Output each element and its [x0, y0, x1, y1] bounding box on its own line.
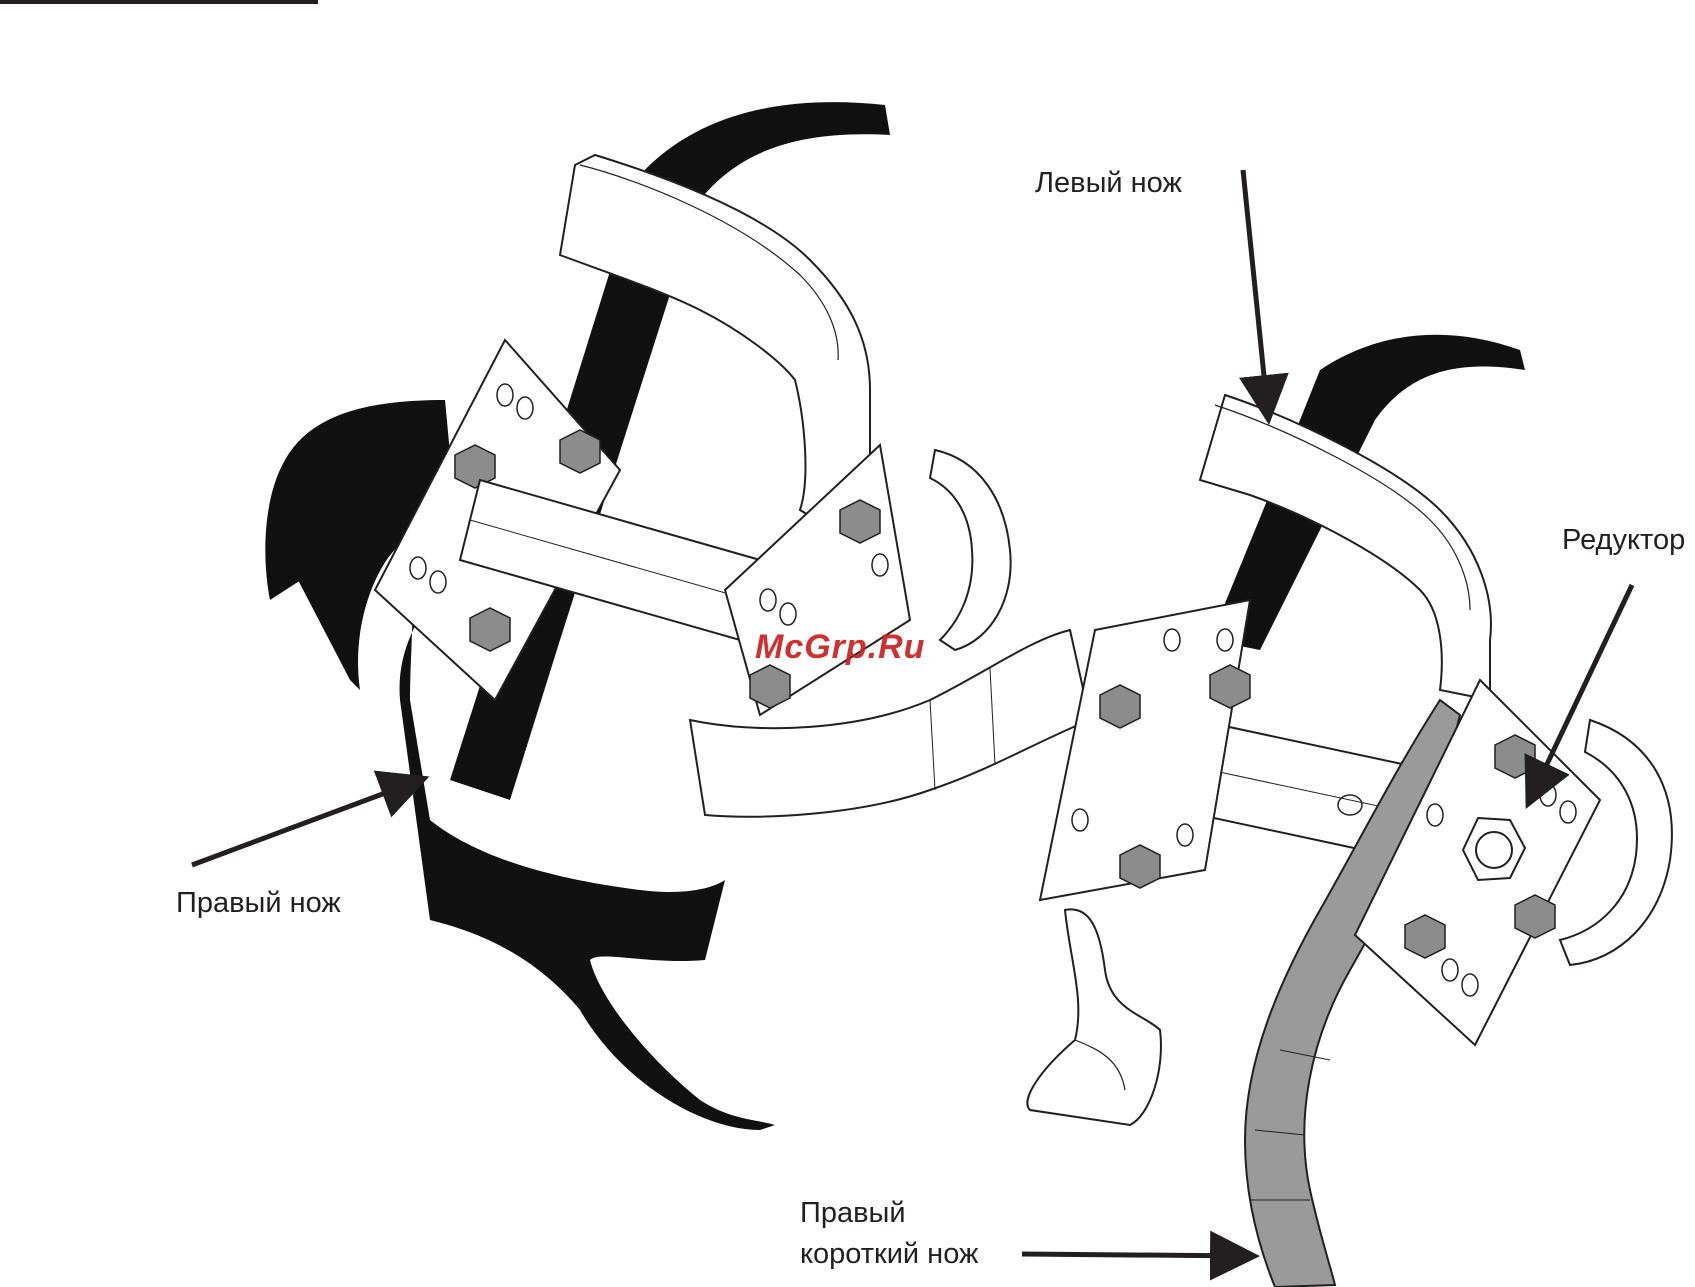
- label-right-short-knife-line2: короткий нож: [800, 1238, 979, 1270]
- hub-bolt: [1494, 734, 1536, 779]
- hub-bolt: [1514, 894, 1556, 939]
- hub-bolt: [1119, 844, 1161, 889]
- center-white-curl: [928, 448, 1012, 652]
- plate-hole: [871, 553, 889, 577]
- hub-bolt: [1209, 664, 1251, 709]
- plate-hole: [429, 570, 447, 594]
- arrow-right-knife: [191, 770, 430, 868]
- plate-hole: [779, 602, 797, 626]
- plate-hole: [1216, 628, 1234, 652]
- arrow-left-knife: [1239, 169, 1289, 425]
- label-left-knife: Левый нож: [1035, 167, 1182, 199]
- right-knife-black-rear: [450, 102, 890, 801]
- left-knife-black-rear: [1210, 334, 1525, 650]
- arrow-gearbox: [1524, 583, 1635, 810]
- small-white-knife: [1026, 908, 1162, 1127]
- left-knife-white: [1198, 393, 1492, 702]
- right-mid-plate: [1038, 598, 1252, 902]
- plate-hole: [409, 556, 427, 580]
- plate-hole: [1071, 808, 1089, 832]
- arrow-right-short-knife: [1021, 1230, 1260, 1281]
- plate-hole: [1461, 973, 1479, 997]
- gearbox-shaft-hole: [1475, 831, 1513, 869]
- plate-hole: [1441, 958, 1459, 982]
- shaft-pin-hole: [1337, 794, 1363, 816]
- plate-hole: [516, 396, 534, 420]
- watermark: McGrp.Ru: [755, 628, 926, 666]
- hub-bolt: [469, 607, 511, 652]
- plate-hole: [1176, 823, 1194, 847]
- hub-bolt: [1404, 914, 1446, 959]
- hub-bolt: [839, 499, 881, 544]
- plate-hole: [1426, 803, 1444, 827]
- hub-bolt: [1099, 684, 1141, 729]
- hub-bolt: [454, 444, 496, 489]
- plate-hole: [1163, 628, 1181, 652]
- label-right-short-knife-line1: Правый: [800, 1197, 906, 1229]
- label-gearbox: Редуктор: [1562, 524, 1686, 556]
- plate-hole: [496, 383, 514, 407]
- right-white-curl: [1558, 718, 1673, 967]
- label-right-knife: Правый нож: [176, 887, 341, 919]
- plate-hole: [759, 588, 777, 612]
- right-knife-black: [265, 400, 775, 1130]
- hub-bolt: [559, 429, 601, 474]
- hub-bolt: [749, 664, 791, 709]
